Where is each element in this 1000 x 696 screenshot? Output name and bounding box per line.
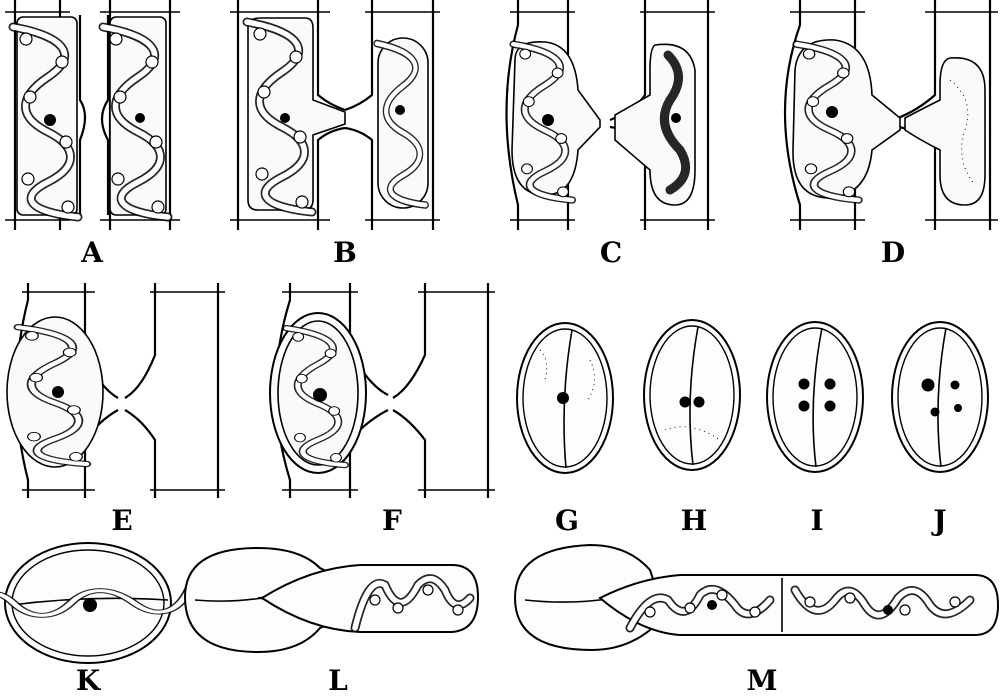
panel-label-b: B [333, 236, 357, 269]
panel-i [767, 322, 863, 472]
panel-label-i: I [810, 504, 823, 537]
panel-label-m: M [747, 664, 778, 696]
panel-g [517, 323, 613, 473]
panel-l [185, 548, 478, 652]
panel-label-f: F [382, 504, 402, 537]
panel-h [644, 320, 740, 470]
panel-label-k: K [76, 664, 102, 696]
panel-b [230, 0, 440, 230]
panel-label-d: D [881, 236, 905, 269]
panel-label-g: G [555, 504, 579, 537]
panel-m [515, 545, 998, 650]
panel-c [507, 0, 716, 230]
panel-d [785, 0, 998, 230]
panel-k [0, 543, 192, 663]
panel-label-h: H [681, 504, 707, 537]
panel-j [892, 322, 988, 472]
panel-label-l: L [328, 664, 348, 696]
panel-label-a: A [80, 236, 104, 269]
panel-a [5, 0, 180, 230]
panel-label-e: E [111, 504, 132, 537]
panel-e [7, 283, 225, 498]
panel-label-j: J [930, 504, 946, 537]
panel-f [270, 283, 495, 498]
panel-label-c: C [600, 236, 622, 269]
